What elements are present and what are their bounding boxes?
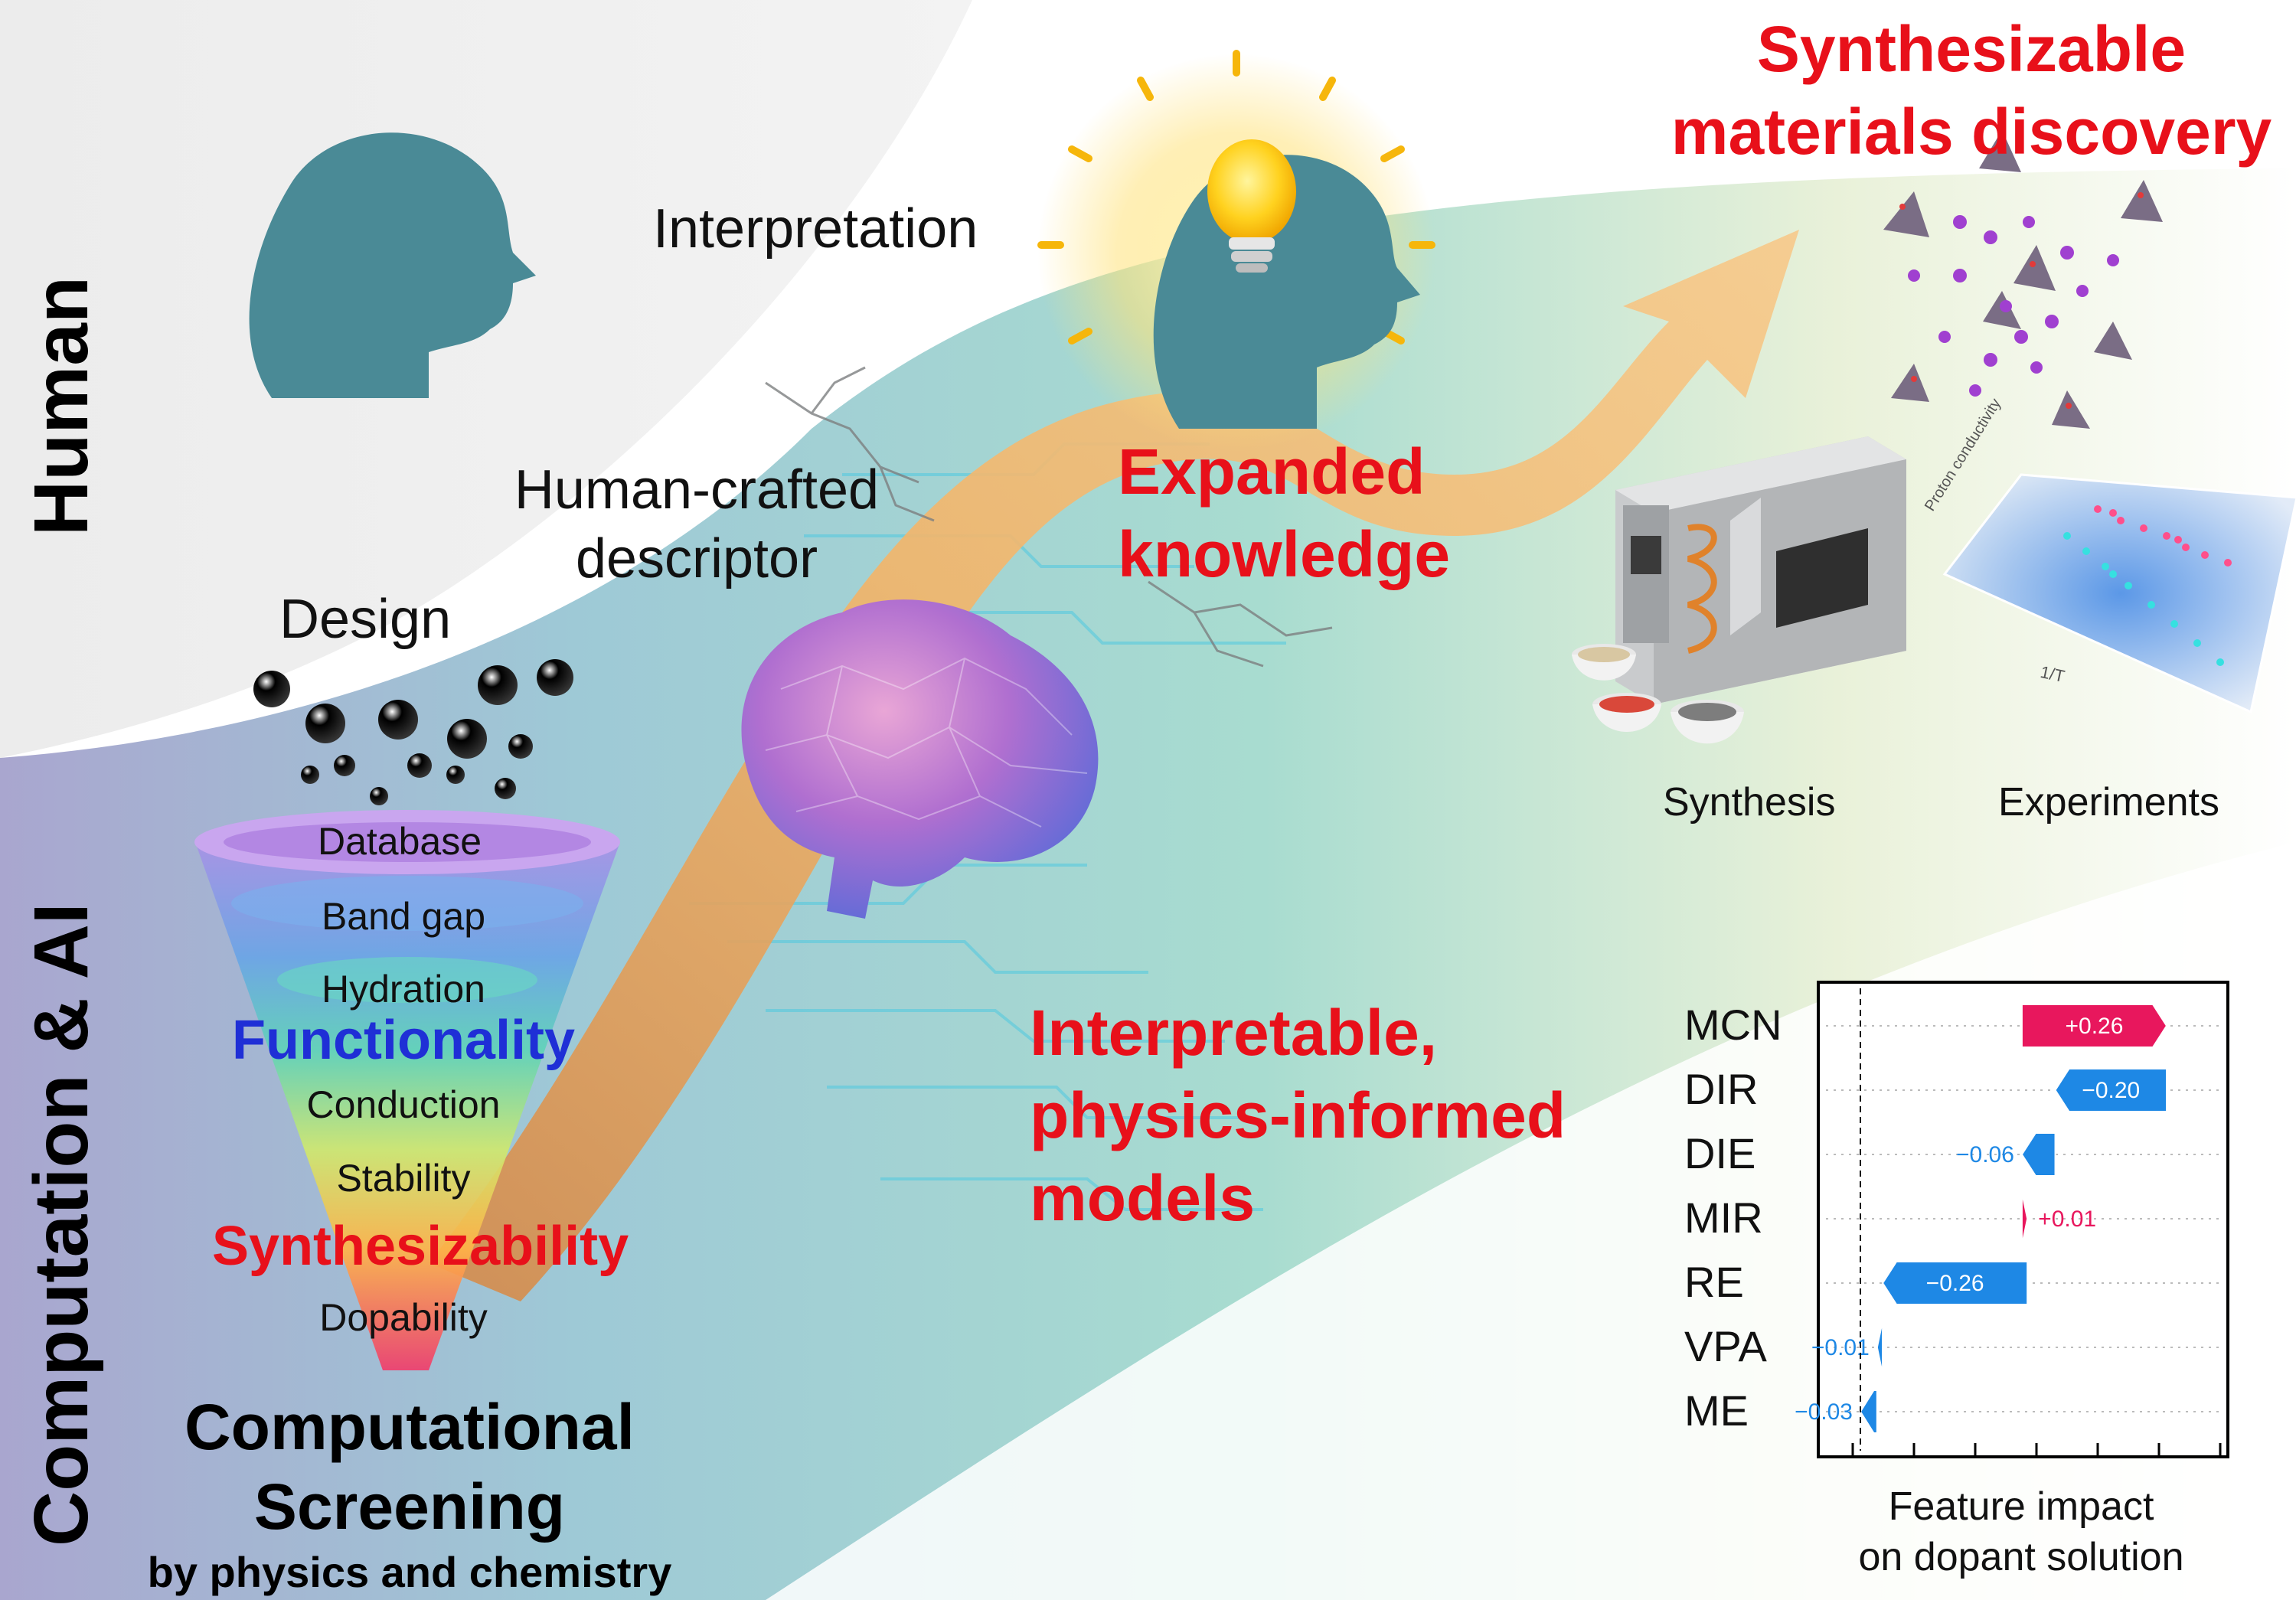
chart-bar-dir xyxy=(2054,1068,2167,1112)
crystal-structure-illustration xyxy=(1883,130,2163,429)
chart-bar-me xyxy=(1859,1389,1878,1434)
chart-xlabel-line2: on dopant solution xyxy=(1858,1535,2184,1579)
funnel-item-stability: Stability xyxy=(336,1157,471,1200)
chart-value-label-dir: −0.20 xyxy=(2082,1078,2140,1103)
human-crafted-line1: Human-crafted xyxy=(514,459,880,521)
element-spheres xyxy=(253,659,573,805)
section-label-human: Human xyxy=(18,276,104,536)
synth-discovery-line1: Synthesizable xyxy=(1756,13,2187,85)
chart-value-label-die: −0.06 xyxy=(1956,1142,2014,1167)
design-label: Design xyxy=(279,589,452,650)
oven-illustration xyxy=(1615,436,1906,704)
interpretable-line1: Interpretable, xyxy=(1030,997,1438,1069)
feature-impact-chart: MCN DIR DIE MIR RE VPA ME +0.26 −0.20 −0.06 +0.01 −… xyxy=(1669,976,2236,1581)
chart-category-vpa: VPA xyxy=(1684,1322,1768,1370)
expanded-line1: Expanded xyxy=(1118,436,1426,508)
chart-xlabel: Feature impact on dopant solution xyxy=(1814,1481,2228,1582)
funnel-layer-database: Database xyxy=(317,820,482,863)
chart-value-label-mir: +0.01 xyxy=(2038,1207,2096,1232)
synthesis-label: Synthesis xyxy=(1663,780,1836,824)
funnel-item-conduction: Conduction xyxy=(306,1083,501,1126)
chart-bar-mir xyxy=(2020,1197,2029,1241)
chart-xlabel-line1: Feature impact xyxy=(1888,1484,2154,1529)
section-label-computation: Computation & AI xyxy=(18,903,104,1546)
human-crafted-line2: descriptor xyxy=(575,528,818,589)
head-icon-left xyxy=(249,132,536,398)
interpretable-line2: physics-informed xyxy=(1030,1079,1566,1151)
synth-discovery-line2: materials discovery xyxy=(1671,96,2272,168)
chart-value-label-mcn: +0.26 xyxy=(2065,1014,2123,1039)
funnel-functionality-heading: Functionality xyxy=(232,1010,575,1071)
interpretation-label: Interpretation xyxy=(653,198,978,260)
expanded-line2: knowledge xyxy=(1118,518,1451,590)
chart-category-mir: MIR xyxy=(1684,1193,1763,1242)
synthesizable-discovery-title: Synthesizable materials discovery xyxy=(1650,8,2293,173)
chart-category-dir: DIR xyxy=(1684,1065,1758,1113)
expanded-knowledge-label: Expanded knowledge xyxy=(1118,430,1450,596)
chart-bar-vpa xyxy=(1876,1325,1884,1370)
screening-funnel xyxy=(194,810,620,1370)
chart-value-label-re: −0.26 xyxy=(1926,1271,1984,1296)
funnel-layer-band-gap: Band gap xyxy=(321,895,486,938)
chart-bar-mcn xyxy=(2020,1004,2168,1048)
human-crafted-label: Human-crafted descriptor xyxy=(494,456,900,593)
chart-category-die: DIE xyxy=(1684,1129,1755,1177)
conductivity-plot-card xyxy=(1942,473,2296,714)
experiments-label: Experiments xyxy=(1998,780,2219,824)
brain-illustration xyxy=(741,599,1099,919)
chart-category-re: RE xyxy=(1684,1258,1744,1306)
chart-category-mcn: MCN xyxy=(1684,1001,1782,1049)
interpretable-models-label: Interpretable, physics-informed models xyxy=(1030,991,1566,1239)
sample-bowls xyxy=(1572,644,1744,744)
funnel-item-dopability: Dopability xyxy=(319,1296,488,1339)
screening-line3: by physics and chemistry xyxy=(147,1548,672,1596)
screening-line1: Computational xyxy=(185,1391,635,1463)
chart-value-label-me: −0.03 xyxy=(1795,1399,1853,1425)
computational-screening-title: Computational Screening by physics and c… xyxy=(115,1386,704,1600)
interpretable-line3: models xyxy=(1030,1162,1256,1234)
funnel-layer-hydration: Hydration xyxy=(322,968,485,1011)
chart-category-me: ME xyxy=(1684,1386,1749,1435)
chart-bar-re xyxy=(1881,1261,2029,1305)
feature-impact-plot: MCN DIR DIE MIR RE VPA ME +0.26 −0.20 −0.06 +0.01 −… xyxy=(1684,981,2229,1458)
chart-bar-die xyxy=(2020,1132,2056,1177)
funnel-synthesizability-heading: Synthesizability xyxy=(212,1216,629,1277)
screening-line2: Screening xyxy=(253,1471,566,1543)
